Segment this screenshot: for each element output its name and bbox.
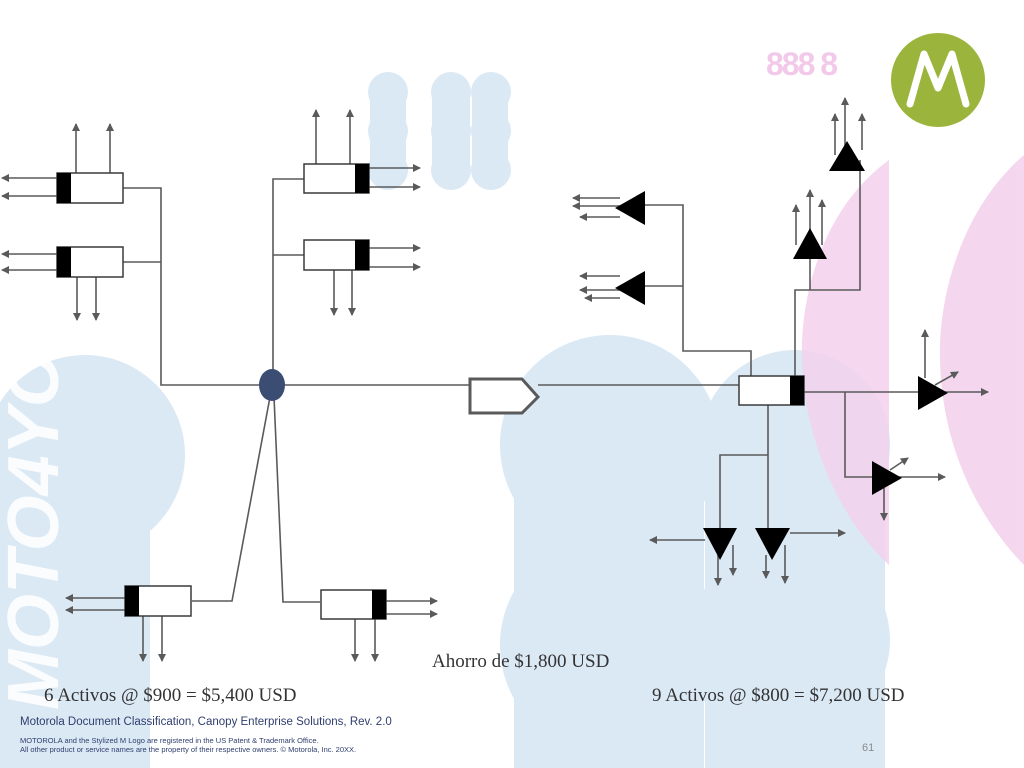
subscriber-module-2 bbox=[579, 271, 645, 305]
motorola-logo bbox=[891, 33, 985, 127]
left-access-point-5 bbox=[65, 585, 192, 662]
top-bubbles bbox=[368, 72, 511, 190]
page-number: 61 bbox=[862, 742, 875, 754]
pentagon-connector bbox=[468, 377, 541, 415]
left-cost-caption: 6 Activos @ $900 = $5,400 USD bbox=[44, 685, 297, 706]
subscriber-module-4 bbox=[792, 189, 827, 259]
subscriber-module-7 bbox=[649, 528, 737, 586]
left-access-point-6 bbox=[320, 589, 438, 662]
footer-title: Motorola Document Classification, Canopy… bbox=[20, 716, 392, 728]
left-access-point-3 bbox=[303, 109, 421, 194]
pink-shapes bbox=[801, 155, 1024, 565]
background-decoration: 888 8 MOTO4YOU bbox=[0, 46, 1024, 768]
subscriber-module-8 bbox=[755, 528, 846, 584]
left-network-wires bbox=[123, 178, 470, 603]
footer-legal: MOTOROLA and the Stylized M Logo are reg… bbox=[20, 736, 356, 754]
left-access-point-4 bbox=[303, 239, 421, 316]
footer-legal-line-1: MOTOROLA and the Stylized M Logo are reg… bbox=[20, 736, 319, 745]
subscriber-module-6 bbox=[872, 457, 946, 521]
savings-text: Ahorro de $1,800 USD bbox=[432, 651, 610, 672]
subscriber-module-5 bbox=[918, 329, 989, 410]
watermark-text: MOTO4YOU bbox=[0, 297, 74, 710]
left-access-point-2 bbox=[1, 246, 124, 321]
subscriber-module-1 bbox=[572, 191, 645, 225]
central-hub-node bbox=[259, 369, 285, 401]
subscriber-module-3 bbox=[829, 97, 866, 171]
footer-legal-line-2: All other product or service names are t… bbox=[20, 745, 357, 754]
decor-numerals: 888 8 bbox=[766, 46, 837, 82]
right-cost-caption: 9 Activos @ $800 = $7,200 USD bbox=[652, 685, 905, 706]
right-access-point bbox=[738, 375, 805, 406]
large-blue-shapes bbox=[0, 335, 890, 768]
right-network-wires bbox=[538, 160, 918, 528]
left-access-point-1 bbox=[1, 123, 124, 204]
